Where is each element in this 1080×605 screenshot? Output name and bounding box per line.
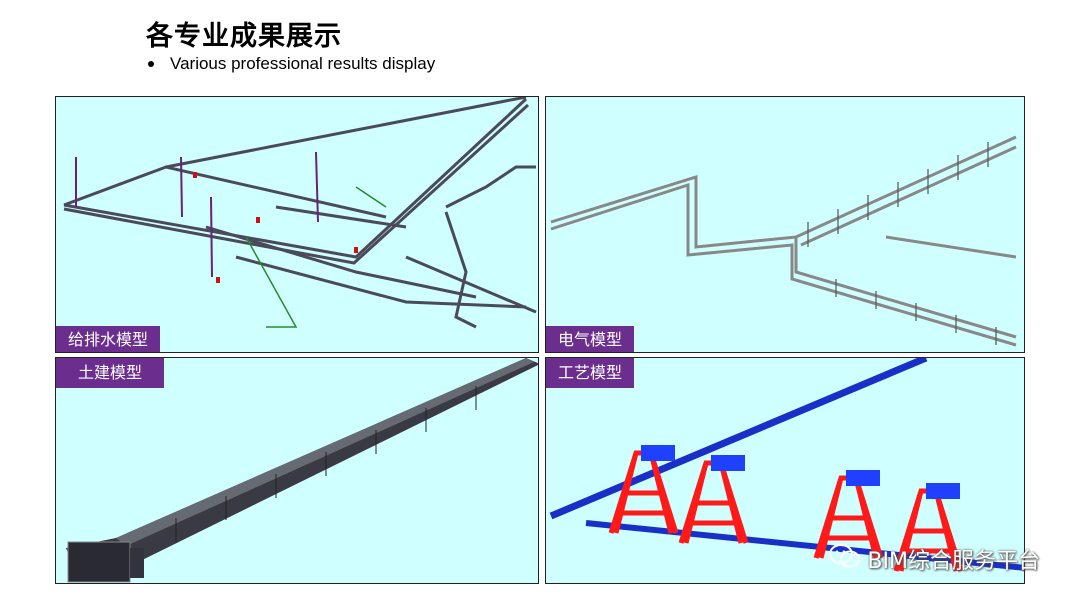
- electrical-model-label: 电气模型: [546, 326, 635, 352]
- subtitle-text: Various professional results display: [170, 54, 436, 73]
- civil-model-image: [66, 358, 538, 583]
- electrical-model-panel: 电气模型: [545, 96, 1025, 353]
- process-model-panel: 工艺模型: [545, 357, 1025, 584]
- bullet-icon: [148, 61, 154, 67]
- civil-model-panel: 土建模型: [55, 357, 539, 584]
- process-model-label: 工艺模型: [546, 358, 635, 388]
- watermark: BIM综合服务平台: [829, 543, 1040, 575]
- plumbing-model-image: [63, 97, 537, 329]
- slide-subtitle: Various professional results display: [146, 54, 435, 74]
- process-model-image: [549, 358, 1024, 572]
- crane-group: [608, 445, 964, 572]
- slide-title: 各专业成果展示: [146, 21, 342, 52]
- electrical-model-image: [550, 135, 1017, 347]
- civil-model-label: 土建模型: [56, 358, 165, 388]
- plumbing-model-panel: 给排水模型: [55, 96, 539, 353]
- wechat-icon: [829, 543, 861, 575]
- watermark-text: BIM综合服务平台: [867, 549, 1040, 574]
- plumbing-model-label: 给排水模型: [56, 326, 161, 352]
